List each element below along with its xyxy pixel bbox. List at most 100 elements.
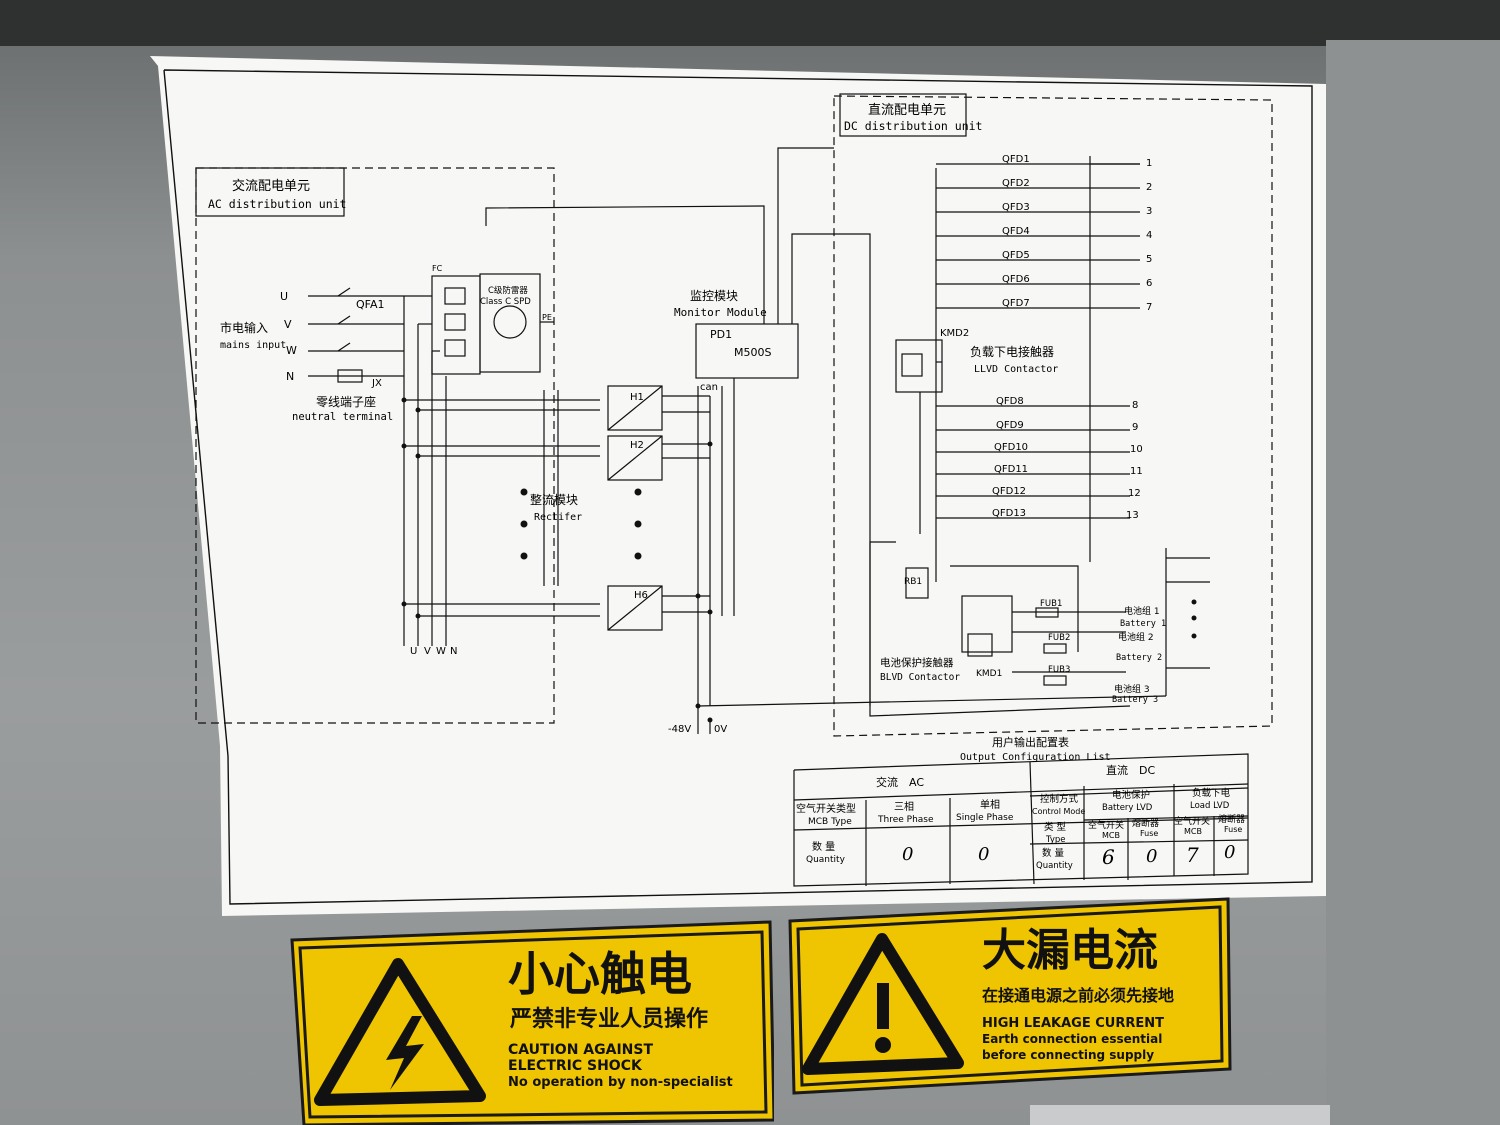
m500s-label: M500S xyxy=(734,346,771,359)
shock-sub-cn: 严禁非专业人员操作 xyxy=(510,1006,708,1032)
pd1-label: PD1 xyxy=(710,328,732,341)
table-quantity-en-dc: Quantity xyxy=(1036,861,1073,871)
fub2-label: FUB2 xyxy=(1048,633,1070,643)
qfd1-label: QFD1 xyxy=(1002,154,1030,165)
leak-line2: Earth connection essential xyxy=(982,1032,1162,1046)
qfa1-label: QFA1 xyxy=(356,298,385,311)
qfd3-label: QFD3 xyxy=(1002,202,1030,213)
out12-label: 12 xyxy=(1128,488,1141,499)
table-fuse-cn-2: 熔断器 xyxy=(1218,813,1245,825)
table-type-en: Type xyxy=(1045,835,1066,845)
table-quantity-cn-dc: 数 量 xyxy=(1042,847,1065,859)
out2-label: 2 xyxy=(1146,182,1152,193)
fuse-fub1 xyxy=(1035,607,1059,618)
table-mcb-type-en: MCB Type xyxy=(808,817,852,827)
table-mcb-en-1: MCB xyxy=(1102,831,1120,840)
table-control-mode-cn: 控制方式 xyxy=(1040,793,1079,805)
bus-u-label: U xyxy=(410,646,417,657)
qfd4-label: QFD4 xyxy=(1002,226,1030,237)
leak-title-cn: 大漏电流 xyxy=(982,925,1158,976)
mains-input-label-cn: 市电输入 xyxy=(220,320,268,335)
table-fuse-en-1: Fuse xyxy=(1140,829,1158,838)
out4-label: 4 xyxy=(1146,230,1152,241)
jx-label: JX xyxy=(371,378,382,389)
phase-w-label: W xyxy=(286,344,297,357)
ac-unit-title-cn: 交流配电单元 xyxy=(232,178,310,194)
llvd-contactor-box xyxy=(895,339,943,393)
rectifier-h1-label: H1 xyxy=(630,392,644,403)
table-load-lvd-cn: 负载下电 xyxy=(1192,787,1231,799)
table-load-lvd-en: Load LVD xyxy=(1190,801,1230,811)
pe-label: PE xyxy=(542,313,552,322)
battery2-label-en: Battery 2 xyxy=(1116,653,1162,663)
table-qty-load-mcb: 7 xyxy=(1186,843,1199,867)
qfd13-label: QFD13 xyxy=(992,508,1026,519)
table-qty-battery-fuse: 0 xyxy=(1146,846,1157,867)
table-fuse-en-2: Fuse xyxy=(1224,825,1242,834)
out8-label: 8 xyxy=(1132,400,1138,411)
table-mcb-type-cn: 空气开关类型 xyxy=(796,802,856,815)
ac-unit-title-box xyxy=(195,167,345,217)
out11-label: 11 xyxy=(1130,466,1143,477)
leak-line3: before connecting supply xyxy=(982,1048,1154,1062)
dc-unit-box xyxy=(833,95,1273,737)
out6-label: 6 xyxy=(1146,278,1152,289)
spd-label-en: Class C SPD xyxy=(480,297,531,307)
table-three-phase-en: Three Phase xyxy=(877,815,934,825)
qfd12-label: QFD12 xyxy=(992,486,1026,497)
table-qty-battery-mcb: 6 xyxy=(1102,845,1115,869)
fuse-fub2 xyxy=(1043,643,1067,654)
fub3-label: FUB3 xyxy=(1048,665,1070,675)
dc-unit-title-box xyxy=(839,93,967,137)
cabinet-bottom-gap xyxy=(1030,1105,1330,1125)
leak-sub-cn: 在接通电源之前必须先接地 xyxy=(982,986,1174,1005)
fub1-label: FUB1 xyxy=(1040,599,1062,609)
ac-unit-box xyxy=(195,167,555,724)
dc-unit-title-cn: 直流配电单元 xyxy=(868,103,946,118)
battery3-label-cn: 电池组 3 xyxy=(1114,683,1150,695)
qfd6-label: QFD6 xyxy=(1002,274,1030,285)
table-type-cn: 类 型 xyxy=(1044,821,1067,833)
warning-leakage-sign: 大漏电流 在接通电源之前必须先接地 HIGH LEAKAGE CURRENT E… xyxy=(788,897,1232,1095)
neutral-terminal-label-en: neutral terminal xyxy=(292,411,393,423)
qfd10-label: QFD10 xyxy=(994,442,1028,453)
table-ac-header: 交流 AC xyxy=(876,775,924,789)
table-quantity-cn-ac: 数 量 xyxy=(812,840,835,853)
wiring-diagram-sheet: 交流配电单元 AC distribution unit 直流配电单元 DC di… xyxy=(150,56,1326,916)
kmd1-label: KMD1 xyxy=(976,669,1002,679)
mains-input-label-en: mains input xyxy=(220,340,286,351)
rectifier-label-en: Rectifer xyxy=(534,512,582,523)
out1-label: 1 xyxy=(1146,158,1152,169)
shock-line1: CAUTION AGAINST xyxy=(508,1042,653,1058)
warning-shock-sign: 小心触电 严禁非专业人员操作 CAUTION AGAINST ELECTRIC … xyxy=(290,920,774,1125)
phase-v-label: V xyxy=(284,318,292,331)
table-qty-three-phase: 0 xyxy=(902,844,913,865)
paper xyxy=(150,56,1326,916)
table-qty-single-phase: 0 xyxy=(978,844,989,865)
monitor-module-box xyxy=(695,323,799,379)
zero-v-label: 0V xyxy=(714,724,727,735)
leak-line1: HIGH LEAKAGE CURRENT xyxy=(982,1016,1164,1031)
qfd11-label: QFD11 xyxy=(994,464,1028,475)
table-battery-lvd-cn: 电池保护 xyxy=(1112,789,1150,801)
table-control-mode-en: Control Mode xyxy=(1032,807,1085,816)
cabinet-right-panel xyxy=(1326,40,1500,1125)
qfd8-label: QFD8 xyxy=(996,396,1024,407)
monitor-module-label-en: Monitor Module xyxy=(674,306,767,319)
battery1-label-cn: 电池组 1 xyxy=(1124,605,1160,617)
shock-title-cn: 小心触电 xyxy=(508,947,692,1001)
blvd-contactor-box xyxy=(961,595,1013,653)
battery1-label-en: Battery 1 xyxy=(1120,619,1166,629)
dc-unit-title-en: DC distribution unit xyxy=(844,119,982,133)
electric-shock-icon xyxy=(314,958,486,1106)
bus-n-label: N xyxy=(450,646,457,657)
phase-n-label: N xyxy=(286,370,294,383)
can-label: can xyxy=(700,382,718,393)
table-dc-header: 直流 DC xyxy=(1106,763,1155,777)
rectifier-h2-label: H2 xyxy=(630,440,644,451)
out5-label: 5 xyxy=(1146,254,1152,265)
table-quantity-en-ac: Quantity xyxy=(806,855,846,865)
out3-label: 3 xyxy=(1146,206,1152,217)
cabinet-top-edge xyxy=(0,0,1500,46)
table-fuse-cn-1: 熔断器 xyxy=(1132,817,1159,829)
